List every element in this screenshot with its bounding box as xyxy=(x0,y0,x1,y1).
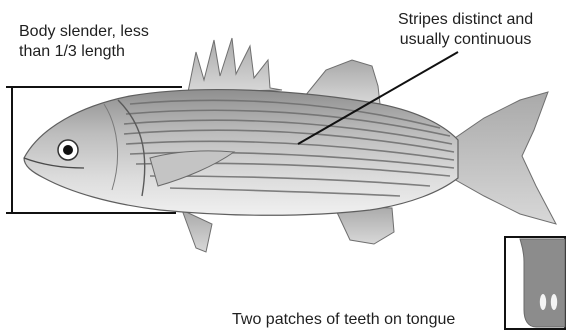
tail-fin xyxy=(452,92,556,224)
body-annotation: Body slender, less than 1/3 length xyxy=(19,22,149,62)
body-annotation-line-2: than 1/3 length xyxy=(19,42,149,62)
eye-pupil xyxy=(63,145,73,155)
tongue-shape xyxy=(520,239,565,327)
tongue-inset xyxy=(505,237,565,329)
pelvic-fin xyxy=(182,210,212,252)
teeth-annotation: Two patches of teeth on tongue xyxy=(232,310,455,330)
body-annotation-line-1: Body slender, less xyxy=(19,22,149,42)
spiny-dorsal-fin xyxy=(188,38,282,92)
tooth-patch-right xyxy=(551,294,557,310)
stripes-annotation: Stripes distinct and usually continuous xyxy=(398,10,533,50)
stripes-annotation-line-2: usually continuous xyxy=(398,30,533,50)
stripes-annotation-line-1: Stripes distinct and xyxy=(398,10,533,30)
tooth-patch-left xyxy=(540,294,546,310)
